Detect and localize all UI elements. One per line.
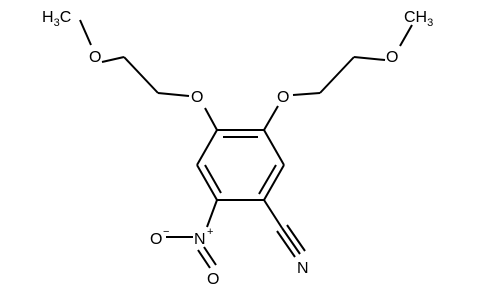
bonds (79, 19, 413, 269)
ring-bond-3 (263, 164, 285, 201)
bond-ring-nitro (206, 199, 218, 228)
bond-nitrile-triple-b (281, 227, 301, 255)
atom-nitro-o-double: O (207, 271, 219, 288)
atom-nitro-n: N (194, 231, 206, 248)
bond-o-ch3-right (399, 24, 413, 47)
bond-ch2-ch2-left (123, 56, 159, 94)
bond-ch3-o-left (79, 19, 92, 46)
bond-nitro-o-double-a (197, 249, 211, 269)
charge-nitro-o-minus: − (163, 226, 169, 238)
atom-nitro-o-minus: O (150, 231, 162, 248)
bond-ch2-ch2-right (319, 56, 355, 94)
bond-ch2-o-aryl-left (157, 92, 190, 97)
bond-o-ch2-left (101, 56, 125, 63)
atom-methyl-right: CH3 (404, 9, 433, 29)
bond-o-ring-left (204, 107, 218, 131)
atom-ether-o-left: O (89, 49, 101, 66)
bond-ring-nitrile-carbon (263, 199, 283, 229)
atom-methyl-left: H3C (42, 9, 71, 29)
atom-aryl-o-right: O (277, 89, 289, 106)
ring-bond-2 (263, 129, 285, 166)
charge-nitro-n-plus: + (207, 226, 213, 238)
ring-bond-6 (196, 129, 218, 166)
ring-double-bond-right (258, 164, 277, 195)
atom-aryl-o-left: O (191, 89, 203, 106)
atom-labels: H3C O O O O CH3 N + O − O N (42, 9, 433, 288)
bond-nitro-o-double-b (203, 246, 217, 266)
atom-ether-o-right: O (386, 49, 398, 66)
bond-o-ch2-right (292, 92, 321, 96)
bond-nitrile-triple-c (286, 224, 306, 252)
ring-bond-5 (196, 164, 218, 201)
atom-nitrile-n: N (297, 260, 309, 277)
bond-ring-o-right (263, 105, 279, 131)
ring-double-bond-left (204, 164, 222, 194)
bond-nitrile-triple-a (276, 230, 296, 258)
bond-ch2-o-right (353, 56, 386, 61)
